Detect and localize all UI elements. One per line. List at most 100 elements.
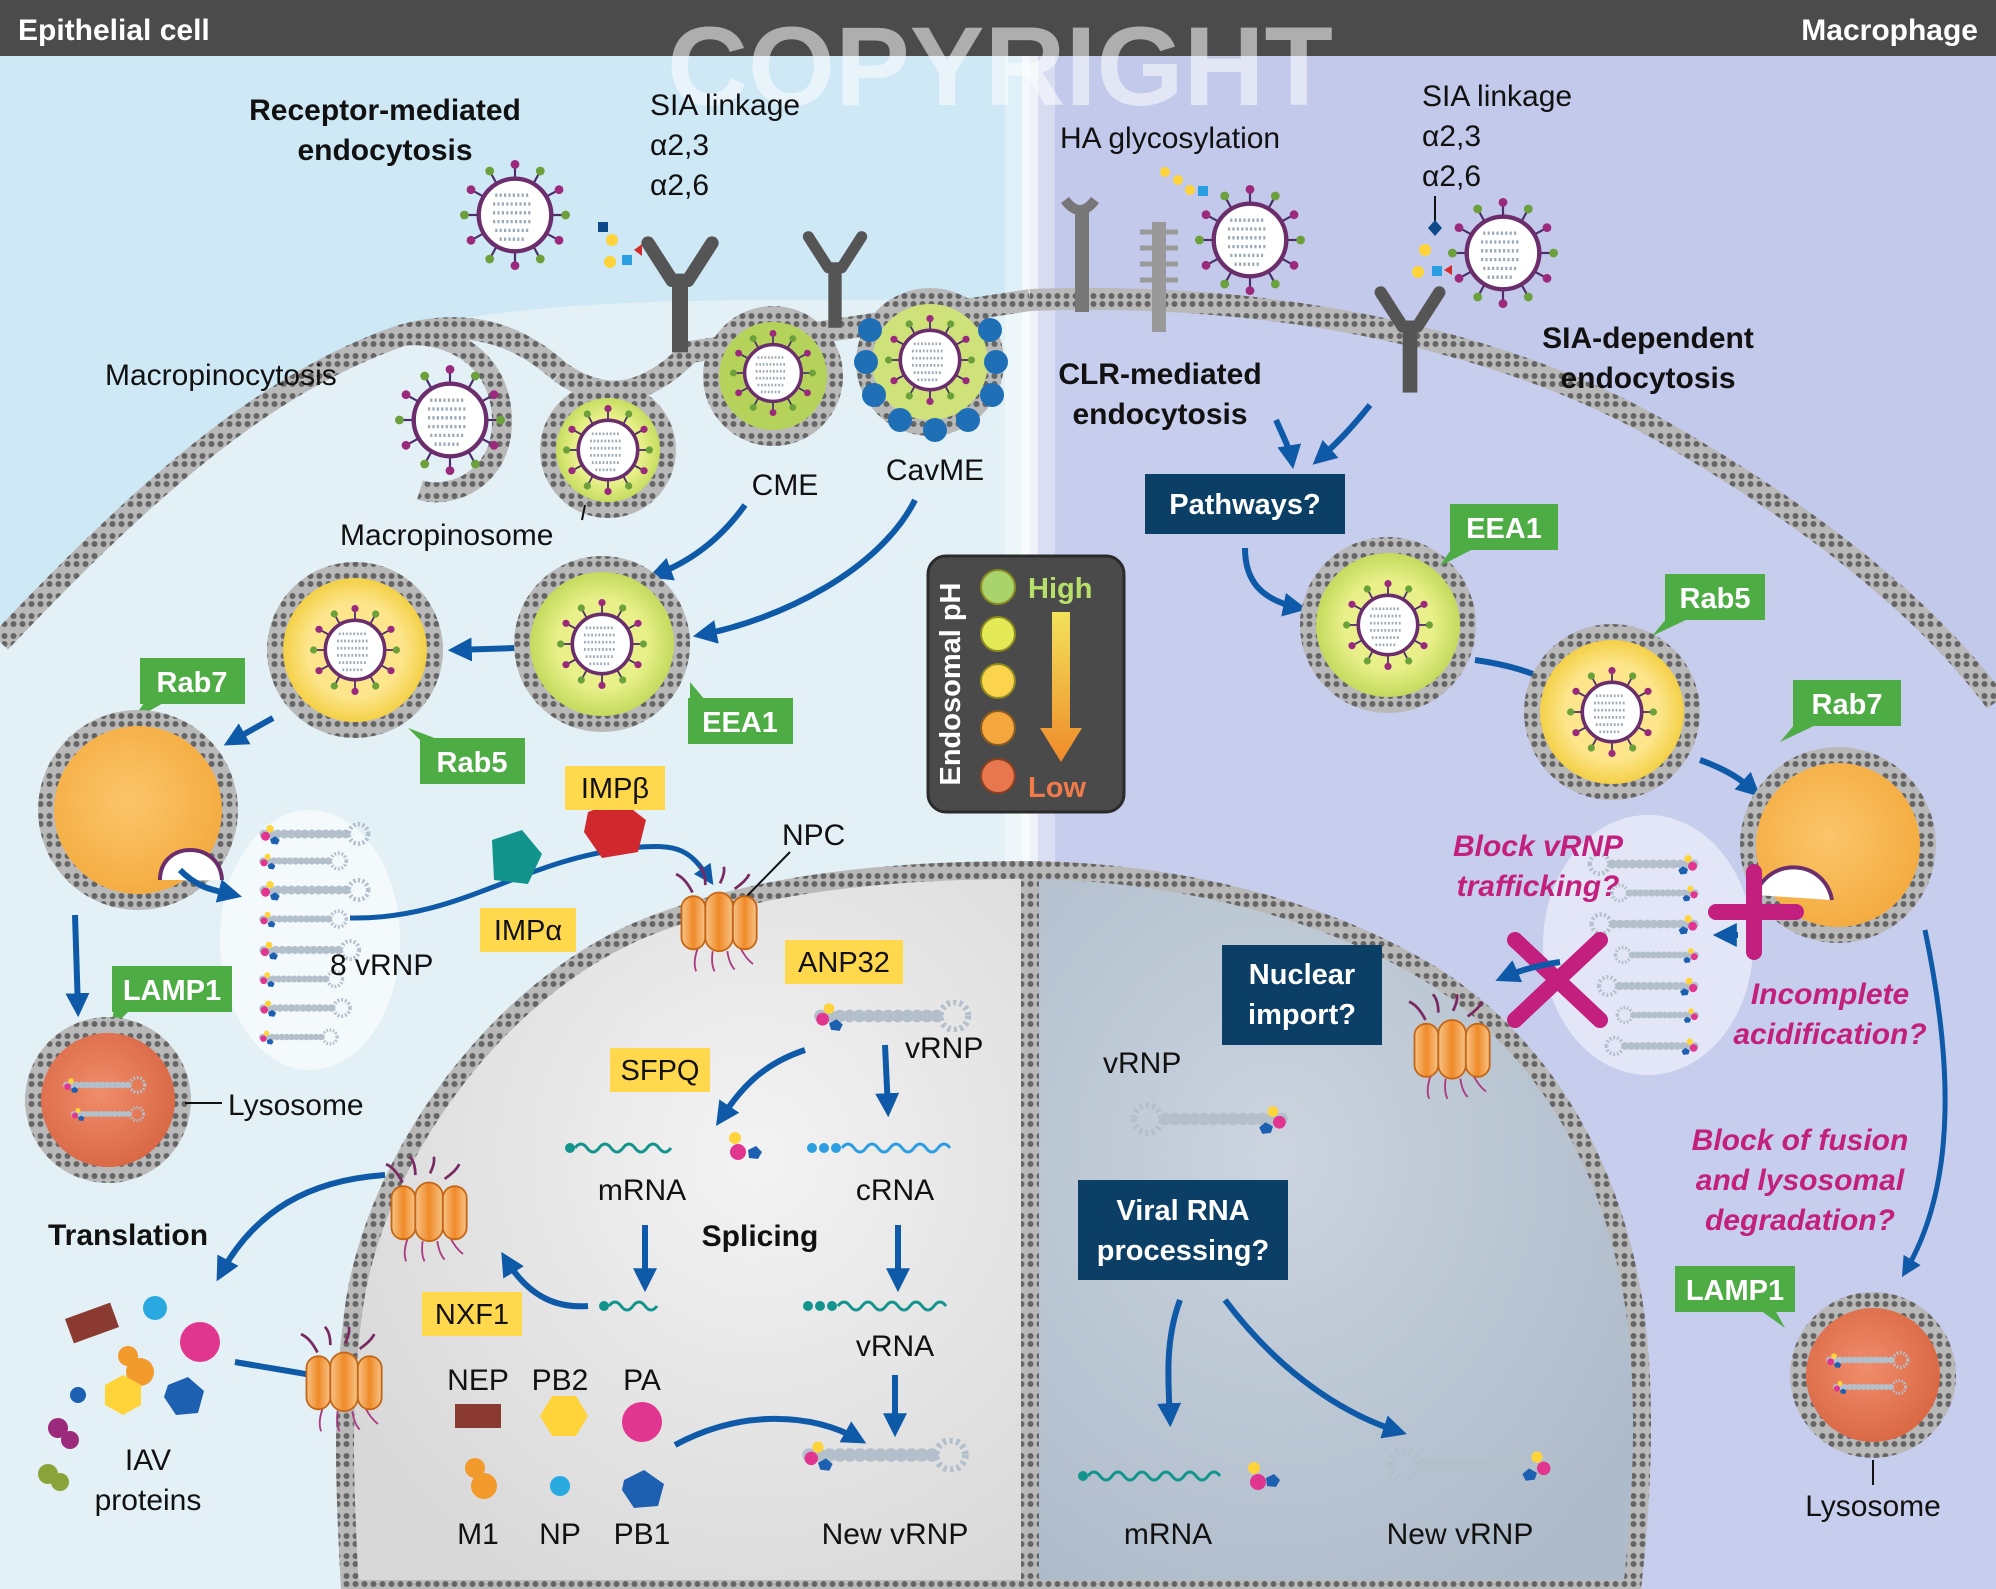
svg-text:Viral RNA: Viral RNA <box>1116 1195 1249 1227</box>
svg-text:ANP32: ANP32 <box>798 947 890 979</box>
mrna-label: mRNA <box>598 1174 686 1207</box>
pathways-box: Pathways? <box>1145 474 1345 534</box>
svg-text:Rab5: Rab5 <box>1680 583 1751 615</box>
sia-linkage-label: SIA linkage <box>650 89 800 122</box>
endosomal-ph-legend: Endosomal pH High Low <box>926 554 1126 814</box>
rab5-tag-right: Rab5 <box>1652 574 1765 636</box>
svg-text:NXF1: NXF1 <box>435 1299 509 1331</box>
npc-label: NPC <box>782 819 845 852</box>
sfpq-tag: SFPQ <box>610 1048 710 1092</box>
macropinocytosis-label: Macropinocytosis <box>105 359 337 392</box>
lamp1-tag: LAMP1 <box>110 966 232 1030</box>
vrna-label: vRNA <box>856 1330 934 1363</box>
mrna-strand-right <box>1078 1462 1280 1490</box>
incomplete-acidification-label-1: Incomplete <box>1751 978 1909 1011</box>
lysosome-label-right: Lysosome <box>1805 1490 1941 1523</box>
importin-beta-icon <box>584 800 646 858</box>
new-vrnp-label-right: New vRNP <box>1387 1518 1534 1551</box>
mrna-label-right: mRNA <box>1124 1518 1212 1551</box>
svg-text:PB1: PB1 <box>614 1518 671 1551</box>
sia-endocytosis-label-1: SIA-dependent <box>1542 322 1754 355</box>
incomplete-acidification-label-2: acidification? <box>1733 1018 1926 1051</box>
svg-text:EEA1: EEA1 <box>1466 513 1542 545</box>
sia-a23-label-right: α2,3 <box>1422 120 1481 153</box>
block-vrnp-label-2: trafficking? <box>1457 870 1620 903</box>
svg-text:SFPQ: SFPQ <box>621 1055 700 1087</box>
lamp1-tag-right: LAMP1 <box>1675 1266 1795 1328</box>
cme-label: CME <box>752 469 819 502</box>
svg-text:Pathways?: Pathways? <box>1169 489 1321 521</box>
header-bar <box>0 0 1996 56</box>
svg-text:Low: Low <box>1028 772 1086 804</box>
rab5-tag: Rab5 <box>408 728 525 784</box>
ha-glycan <box>1160 167 1208 196</box>
eea1-tag: EEA1 <box>688 682 793 744</box>
vrnp-label-right: vRNP <box>1103 1047 1181 1080</box>
svg-text:Rab7: Rab7 <box>157 667 228 699</box>
clr-endocytosis-label-1: CLR-mediated <box>1058 358 1261 391</box>
crna-label: cRNA <box>856 1174 934 1207</box>
iav-proteins-cluster <box>38 1296 220 1491</box>
iav-proteins-label-2: proteins <box>95 1484 202 1517</box>
svg-text:IMPβ: IMPβ <box>581 773 649 805</box>
lectin-receptor-icon <box>1140 222 1178 332</box>
lysosome-label: Lysosome <box>228 1089 364 1122</box>
splicing-label: Splicing <box>702 1220 819 1253</box>
importin-alpha-icon <box>492 830 542 884</box>
imp-beta-tag: IMPβ <box>565 766 665 810</box>
sialic-acid-glycan-right <box>1412 196 1452 278</box>
sia-a26-label-right: α2,6 <box>1422 160 1481 193</box>
svg-text:Endosomal pH: Endosomal pH <box>935 582 967 785</box>
svg-text:Nuclear: Nuclear <box>1249 959 1355 991</box>
caveolin-coat <box>854 318 1008 442</box>
ha-glycosylation-label: HA glycosylation <box>1060 122 1280 155</box>
viral-rna-processing-box: Viral RNA processing? <box>1078 1180 1288 1280</box>
block-fusion-label-2: and lysosomal <box>1696 1164 1905 1197</box>
block-fusion-label-3: degradation? <box>1705 1204 1895 1237</box>
mrna-strand <box>565 1132 762 1160</box>
svg-text:LAMP1: LAMP1 <box>123 975 221 1007</box>
new-vrnp-label: New vRNP <box>822 1518 969 1551</box>
svg-text:PB2: PB2 <box>532 1364 589 1397</box>
nxf1-tag: NXF1 <box>422 1292 522 1336</box>
svg-text:M1: M1 <box>457 1518 499 1551</box>
svg-text:Rab7: Rab7 <box>1812 689 1883 721</box>
anp32-tag: ANP32 <box>785 940 903 984</box>
svg-text:NEP: NEP <box>447 1364 509 1397</box>
translation-label: Translation <box>48 1219 208 1252</box>
right-panel-title: Macrophage <box>1801 14 1978 47</box>
receptor-endocytosis-label-1: Receptor-mediated <box>249 94 521 127</box>
sia-linkage-label-right: SIA linkage <box>1422 80 1572 113</box>
rab7-tag-right: Rab7 <box>1780 680 1901 742</box>
svg-text:Rab5: Rab5 <box>437 747 508 779</box>
svg-text:processing?: processing? <box>1097 1235 1269 1267</box>
sia-a26-label: α2,6 <box>650 169 709 202</box>
nuclear-import-box: Nuclear import? <box>1222 945 1382 1045</box>
left-panel-title: Epithelial cell <box>18 14 210 47</box>
svg-text:High: High <box>1028 573 1092 605</box>
block-fusion-label-1: Block of fusion <box>1692 1124 1909 1157</box>
vrna-strand <box>803 1300 948 1312</box>
svg-text:EEA1: EEA1 <box>702 707 778 739</box>
cavme-label: CavME <box>886 454 984 487</box>
eea1-tag-right: EEA1 <box>1440 504 1558 566</box>
sia-a23-label: α2,3 <box>650 129 709 162</box>
lysosome-right <box>1790 1292 1956 1458</box>
eight-vrnp-cluster <box>220 810 400 1070</box>
eight-vrnp-label: 8 vRNP <box>330 949 433 982</box>
block-cross-icon <box>1708 864 1804 960</box>
block-cross-icon <box>1507 932 1608 1028</box>
sia-endocytosis-label-2: endocytosis <box>1560 362 1735 395</box>
svg-text:LAMP1: LAMP1 <box>1686 1275 1784 1307</box>
protein-key: NEP PB2 PA M1 NP PB1 <box>447 1364 670 1551</box>
clr-receptor-icon <box>1061 196 1099 312</box>
clr-endocytosis-label-2: endocytosis <box>1072 398 1247 431</box>
imp-alpha-tag: IMPα <box>480 908 576 952</box>
copyright-watermark: COPYRIGHT <box>667 4 1333 129</box>
spliced-mrna <box>599 1300 659 1312</box>
crna-strand <box>807 1142 952 1154</box>
iav-proteins-label-1: IAV <box>125 1444 171 1477</box>
svg-text:NP: NP <box>539 1518 581 1551</box>
block-vrnp-label-1: Block vRNP <box>1453 830 1624 863</box>
